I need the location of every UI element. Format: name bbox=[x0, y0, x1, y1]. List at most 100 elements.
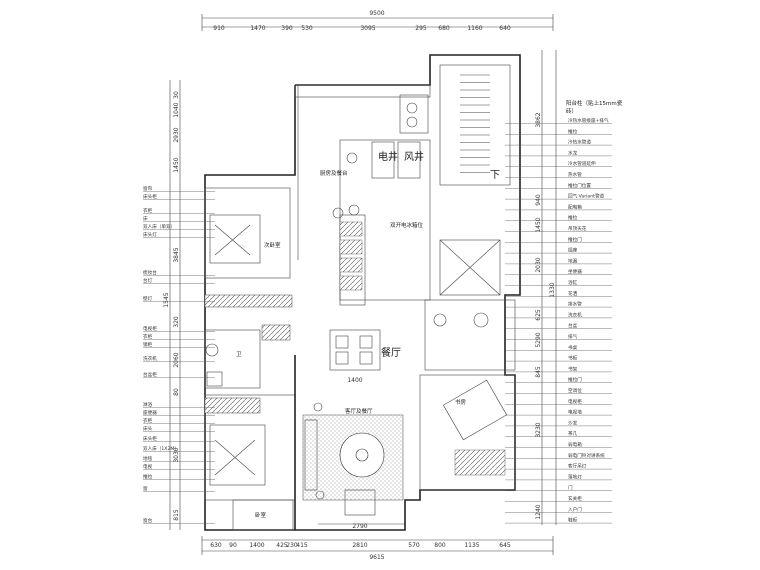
right-label: 插座 bbox=[568, 247, 578, 254]
left-dim-3: 2930 bbox=[173, 127, 180, 142]
bottom-dim-8: 570 bbox=[408, 542, 420, 549]
top-dim-5: 3095 bbox=[360, 25, 375, 32]
right-dimension-chain: 3862 940 1450 2030 1330 625 5290 845 323… bbox=[535, 50, 557, 525]
living-label: 客厅及餐厅 bbox=[345, 407, 373, 415]
right-label: 茶几 bbox=[568, 430, 578, 437]
right-label: 台盆 bbox=[568, 322, 578, 329]
right-label: 书柜 bbox=[568, 355, 578, 362]
top-dimension-chain: 9500 910 1470 390 530 3095 295 680 1160 … bbox=[201, 10, 554, 32]
right-label: 弱电门铃对讲系统 bbox=[568, 452, 605, 459]
left-label: 窗台 bbox=[143, 517, 153, 524]
right-label: 客厅吊灯 bbox=[568, 463, 587, 470]
right-dim-9: 3230 bbox=[535, 422, 542, 437]
top-dim-8: 1160 bbox=[467, 25, 482, 32]
left-dim-8: 2060 bbox=[173, 352, 180, 367]
bottom-dim-9: 800 bbox=[434, 542, 446, 549]
right-label: 冷热水管接座+排气 bbox=[568, 117, 609, 124]
top-dim-1: 910 bbox=[213, 25, 225, 32]
right-label: 水龙 bbox=[568, 149, 578, 156]
right-label: 推拉门位置 bbox=[568, 182, 591, 189]
left-label: 衣柜 bbox=[143, 207, 153, 214]
right-label: 吊顶天花 bbox=[568, 225, 587, 232]
bottom-dim-7: 2810 bbox=[352, 542, 367, 549]
top-dim-2: 1470 bbox=[250, 25, 265, 32]
left-label: 双人床（1X2M） bbox=[143, 445, 179, 452]
right-label: 推拉 bbox=[568, 214, 578, 221]
bottom-dim-3: 1400 bbox=[249, 542, 264, 549]
right-label: 砖） bbox=[566, 107, 577, 115]
left-dimension-chain: 30 1040 2930 1450 3845 1545 320 2060 80 … bbox=[163, 80, 181, 530]
bottom-dim-11: 645 bbox=[499, 542, 511, 549]
room-labels: 电井 风井 下 餐厅 1400 次卧室 卫 卧室 书房 客厅及餐厅 厨房及餐台 … bbox=[236, 150, 500, 519]
right-dim-1: 3862 bbox=[535, 112, 542, 127]
right-label: 排气 bbox=[568, 333, 578, 340]
right-dim-6: 625 bbox=[535, 309, 542, 321]
top-dim-6: 295 bbox=[415, 25, 427, 32]
right-dim-10: 1240 bbox=[535, 504, 542, 519]
right-label: 洗衣机 bbox=[568, 311, 582, 318]
bottom-dim-10: 1135 bbox=[464, 542, 479, 549]
left-dim-10: 3030 bbox=[173, 447, 180, 462]
right-label: 电视柜 bbox=[568, 398, 582, 405]
right-label: 阳台柱（贴上15mm瓷 bbox=[566, 99, 623, 107]
left-dim-1: 30 bbox=[173, 91, 180, 99]
left-label: 镜柜 bbox=[143, 341, 153, 348]
right-label: 配电箱 bbox=[568, 203, 582, 210]
top-dim-4: 530 bbox=[301, 25, 313, 32]
left-label: 电视 bbox=[143, 463, 153, 470]
dining-dim-label: 1400 bbox=[347, 377, 362, 384]
kitchen-note: 厨房及餐台 bbox=[320, 169, 348, 177]
right-label: 电视墙 bbox=[568, 409, 582, 416]
left-dim-4: 1450 bbox=[173, 157, 180, 172]
dining-label: 餐厅 bbox=[381, 346, 401, 359]
left-label: 壁灯 bbox=[143, 295, 153, 302]
left-dim-5: 3845 bbox=[173, 247, 180, 262]
right-label: 地漏 bbox=[568, 257, 578, 264]
right-label: 书架 bbox=[568, 365, 578, 372]
right-label: 入户门 bbox=[568, 506, 582, 513]
bottom-dim-4: 425 bbox=[276, 542, 288, 549]
right-label: 推拉 bbox=[568, 128, 578, 135]
right-annotation-labels: 阳台柱（贴上15mm瓷砖）冷热水管接座+排气推拉冷热水管道水龙冷水管道延伸热水管… bbox=[505, 99, 623, 524]
bottom-dimension-chain: 630 90 1400 425 230 415 2810 570 800 113… bbox=[201, 523, 554, 561]
left-label: 双人床（单双） bbox=[143, 223, 175, 230]
right-label: 落地灯 bbox=[568, 473, 582, 480]
left-annotation-labels: 窗帘床头柜衣柜床双人床（单双）床头灯梳妆台台灯壁灯电视柜衣柜镜柜洗衣机台盆柜淋浴… bbox=[143, 185, 215, 524]
right-label: 回气 Variant管道 bbox=[568, 193, 605, 200]
fridge-note: 双开电冰箱位 bbox=[390, 221, 424, 229]
right-dim-2: 940 bbox=[535, 194, 542, 206]
right-label: 玄关柜 bbox=[568, 495, 582, 502]
left-label: 台灯 bbox=[143, 277, 153, 284]
left-label: 梳妆台 bbox=[143, 269, 157, 276]
left-label: 电视柜 bbox=[143, 325, 157, 332]
elec-shaft-label: 电井 bbox=[378, 150, 398, 163]
master-bedroom-label: 次卧室 bbox=[264, 241, 281, 249]
air-shaft-label: 风井 bbox=[404, 150, 424, 163]
left-label: 窗 bbox=[143, 485, 148, 492]
right-label: 花洒 bbox=[568, 290, 578, 297]
right-label: 弱电箱 bbox=[568, 441, 582, 448]
right-dim-3: 1450 bbox=[535, 217, 542, 232]
left-label: 窗帘 bbox=[143, 185, 153, 192]
right-label: 沙发 bbox=[568, 419, 578, 426]
left-label: 台盆柜 bbox=[143, 371, 157, 378]
right-label: 书桌 bbox=[568, 344, 578, 351]
left-dim-2: 1040 bbox=[173, 102, 180, 117]
right-label: 鞋柜 bbox=[568, 517, 578, 524]
bedroom2-label: 卧室 bbox=[255, 511, 267, 519]
down-label: 下 bbox=[490, 170, 500, 181]
bottom-dim-2: 90 bbox=[229, 542, 237, 549]
right-label: 冷水管道延伸 bbox=[568, 160, 596, 167]
right-label: 冷热水管道 bbox=[568, 139, 591, 146]
right-label: 推拉门 bbox=[568, 376, 582, 383]
right-label: 排水管 bbox=[568, 301, 582, 308]
left-label: 地毯 bbox=[143, 455, 153, 462]
right-label: 浴缸 bbox=[568, 279, 578, 286]
left-label: 床头柜 bbox=[143, 435, 157, 442]
left-dim-9: 80 bbox=[173, 388, 180, 396]
right-label: 空调位 bbox=[568, 387, 582, 394]
left-label: 推拉 bbox=[143, 473, 153, 480]
left-label: 床头灯 bbox=[143, 231, 157, 238]
left-label: 衣柜 bbox=[143, 333, 153, 340]
left-label: 床 bbox=[143, 215, 148, 222]
